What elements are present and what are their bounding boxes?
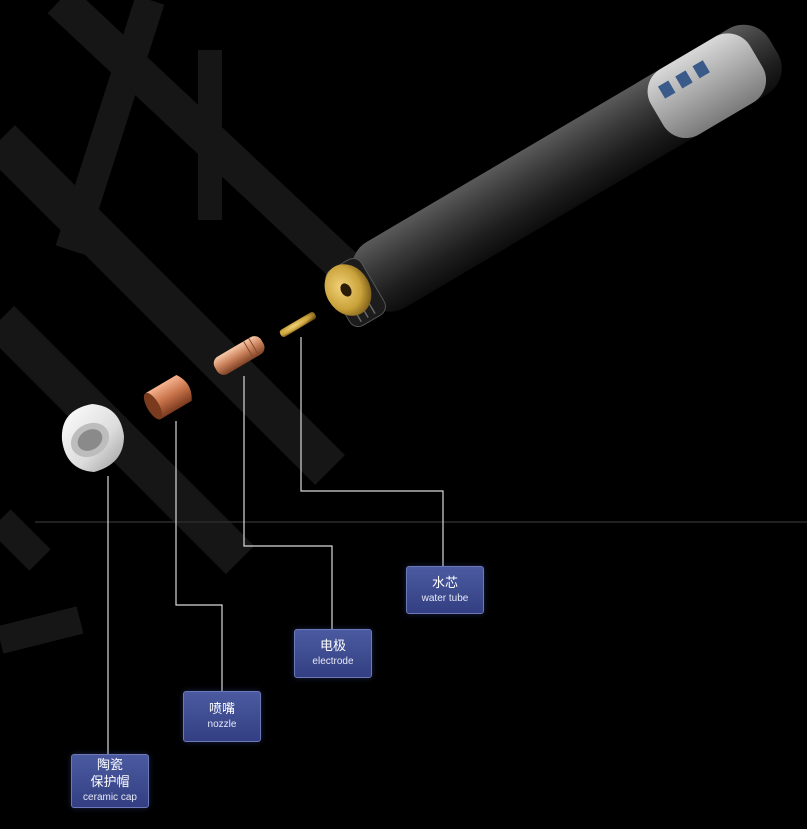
background-decoration	[0, 0, 393, 654]
leader-lines	[107, 337, 444, 754]
label-water-tube-en: water tube	[421, 592, 469, 604]
label-ceramic-cap: 陶瓷 保护帽 ceramic cap	[71, 754, 149, 808]
leader-electrode	[243, 376, 333, 629]
label-ceramic-cap-zh2: 保护帽	[90, 775, 130, 790]
water-tube-part	[279, 312, 317, 337]
label-water-tube-zh: 水芯	[431, 575, 458, 591]
label-electrode: 电极 electrode	[294, 629, 372, 678]
label-ceramic-cap-en: ceramic cap	[83, 792, 137, 803]
leader-water-tube	[300, 337, 444, 566]
torch-tip-hole	[340, 283, 352, 297]
label-nozzle: 喷嘴 nozzle	[183, 691, 261, 742]
label-nozzle-en: nozzle	[207, 719, 237, 730]
label-electrode-zh: 电极	[319, 639, 346, 654]
label-electrode-en: electrode	[312, 656, 354, 667]
label-ceramic-cap-zh1: 陶瓷	[96, 758, 123, 773]
nozzle-part	[143, 374, 192, 420]
electrode-part	[213, 336, 265, 375]
label-water-tube: 水芯 water tube	[406, 566, 484, 614]
leader-nozzle	[175, 421, 223, 691]
ceramic-cap-part	[61, 404, 124, 472]
torch-body	[325, 24, 782, 328]
label-nozzle-zh: 喷嘴	[208, 702, 235, 717]
